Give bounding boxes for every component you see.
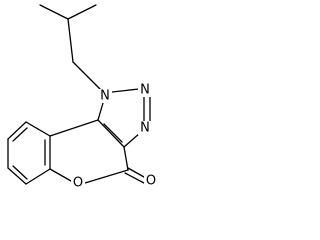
bond-c8-c8a (25, 168, 51, 185)
bond-ch3-a (39, 4, 69, 20)
carbonyl-oxygen-label-background (144, 174, 158, 188)
bond-n1-n2 (111, 88, 140, 93)
structure-canvas: N N N O O (7, 4, 158, 191)
bond-n1-c9b (97, 102, 104, 121)
bond-c3a-c4 (123, 146, 129, 171)
bond-c4-o-carbonyl-b (124, 172, 145, 184)
n2-label-background (138, 83, 152, 97)
bond-layer (7, 4, 151, 185)
atom-label-n3: N (140, 121, 150, 136)
n3-label-background (138, 121, 152, 135)
atom-label-n1: N (100, 89, 110, 104)
bond-c9b-c3a-inner (103, 123, 123, 143)
bond-o-ring-c8a (49, 168, 72, 182)
bond-c4a-c9b (49, 119, 99, 137)
bond-c7-c8 (7, 167, 27, 185)
bond-c9b-c3a (97, 119, 125, 148)
bond-c5-c6-inner (12, 127, 28, 142)
bond-c4a-c5 (25, 121, 51, 137)
bond-c7-c8-inner (12, 165, 28, 180)
atom-label-ring-oxygen: O (73, 176, 83, 191)
n1-label-background (98, 89, 112, 103)
bond-ch-ch2 (67, 18, 74, 63)
bond-c4-o-carbonyl-a (127, 167, 145, 178)
bond-ch3-b (67, 4, 97, 20)
atom-label-carbonyl-oxygen: O (146, 174, 156, 189)
bond-c5-c6 (7, 121, 27, 140)
atom-label-layer: N N N O O (71, 83, 158, 191)
bond-ch2-n1 (72, 61, 102, 91)
isobutyl-triazolo-chromenone-structure: N N N O O (7, 4, 158, 191)
ring-oxygen-label-background (71, 176, 85, 190)
bond-n3-c3a (123, 132, 141, 148)
bond-c4-o-ring (84, 169, 129, 184)
atom-label-n2: N (140, 83, 150, 98)
